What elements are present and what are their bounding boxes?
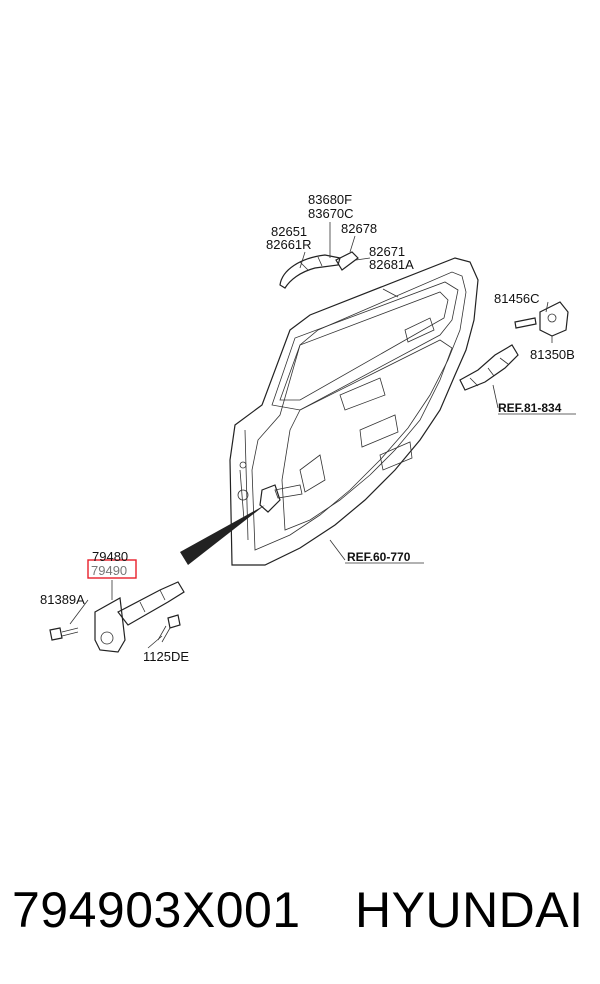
label-82661R: 82661R (266, 237, 312, 252)
label-82681A: 82681A (369, 257, 414, 272)
ref-60-770: REF.60-770 (347, 550, 411, 564)
rear-door-panel (229, 257, 479, 566)
label-82671: 82671 (369, 244, 405, 259)
parts-diagram: 83680F 83670C 82651 82661R 82678 82671 8… (40, 192, 576, 664)
label-82678: 82678 (341, 221, 377, 236)
label-83670C: 83670C (308, 206, 354, 221)
door-checker (49, 580, 185, 653)
brand-name: HYUNDAI (355, 882, 584, 938)
label-81389A: 81389A (40, 592, 85, 607)
part-number: 794903X001 (12, 882, 301, 938)
footer-caption: 794903X001 HYUNDAI (0, 872, 600, 952)
label-83680F: 83680F (308, 192, 352, 207)
leader-wedge (180, 505, 265, 565)
label-1125DE: 1125DE (143, 649, 189, 664)
label-79480: 79480 (92, 549, 128, 564)
label-81456C: 81456C (494, 291, 540, 306)
label-82651: 82651 (271, 224, 307, 239)
ref-81-834: REF.81-834 (498, 401, 562, 415)
label-81350B: 81350B (530, 347, 575, 362)
label-79490: 79490 (91, 563, 127, 578)
latch-bracket (459, 301, 576, 415)
highlight-box (87, 559, 137, 579)
outside-handle (279, 222, 371, 289)
